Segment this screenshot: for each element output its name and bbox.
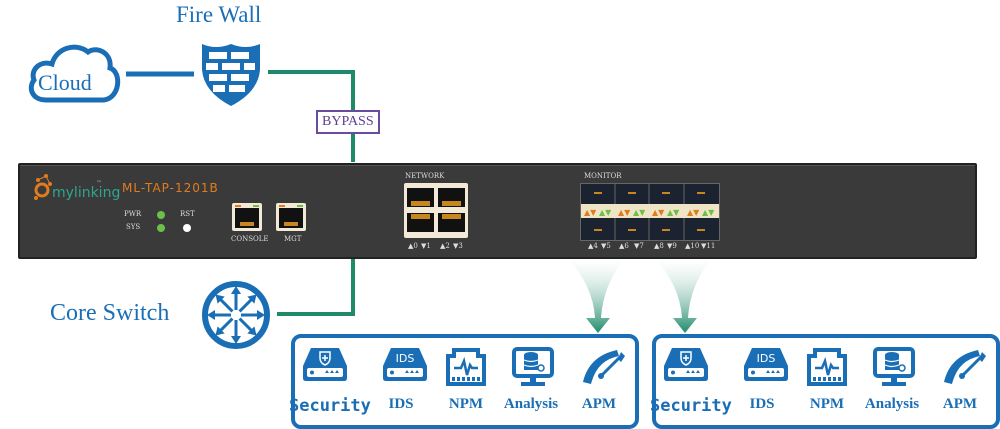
- tool-label-npm: NPM: [809, 396, 845, 412]
- pwr-led: [157, 211, 165, 219]
- sys-led: [157, 224, 165, 232]
- monitor-title: MONITOR: [584, 172, 622, 180]
- database-monitor-icon: [872, 346, 916, 392]
- monitor-port-4-5[interactable]: [580, 183, 614, 239]
- monitor-port-label-6: ▲6: [619, 242, 629, 250]
- tool-label-analysis: Analysis: [503, 396, 559, 412]
- tap-coreswitch-link: [277, 257, 355, 316]
- monitor-port-6-7[interactable]: [614, 183, 648, 239]
- pwr-label: PWR: [124, 210, 142, 218]
- tool-label-apm: APM: [942, 396, 978, 412]
- monitor-port-label-8: ▲8: [654, 242, 664, 250]
- tap-device: [18, 163, 977, 259]
- monitor-port-label-5: ▼5: [601, 242, 611, 250]
- core-switch-icon: [202, 281, 270, 349]
- svg-text:▲▼: ▲▼: [702, 208, 715, 217]
- mgt-port[interactable]: [276, 203, 306, 231]
- tool-label-security: Security: [650, 396, 732, 416]
- ids-appliance-icon: IDS: [381, 346, 429, 386]
- tool-label-ids: IDS: [388, 396, 414, 412]
- gauge-icon: [579, 346, 627, 390]
- svg-text:▲▼: ▲▼: [584, 208, 597, 217]
- network-title: NETWORK: [405, 172, 445, 180]
- svg-text:▲▼: ▲▼: [599, 208, 612, 217]
- svg-text:IDS: IDS: [396, 352, 415, 365]
- rst-label: RST: [180, 210, 195, 218]
- model-number: ML-TAP-1201B: [122, 181, 219, 195]
- firewall-icon: [202, 44, 260, 106]
- tool-label-ids: IDS: [749, 396, 775, 412]
- monitor-port-8-9[interactable]: [648, 183, 683, 239]
- npm-port-icon: [446, 346, 486, 390]
- monitor-port-label-7: ▼7: [634, 242, 644, 250]
- monitor-arrow-2: [654, 258, 712, 333]
- tool-label-apm: APM: [581, 396, 617, 412]
- svg-text:▲▼: ▲▼: [618, 208, 631, 217]
- firewall-title: Fire Wall: [176, 2, 262, 27]
- core-switch-label: Core Switch: [50, 300, 170, 326]
- console-label: CONSOLE: [231, 235, 269, 243]
- monitor-port-label-11: ▼11: [701, 242, 716, 250]
- network-port-label-0: ▲0: [408, 242, 418, 250]
- database-monitor-icon: [511, 346, 555, 392]
- mylinking-logo-icon: [34, 174, 52, 200]
- ids-appliance-icon: IDS: [742, 346, 790, 386]
- svg-text:▲▼: ▲▼: [633, 208, 646, 217]
- brand-name: mylinking: [52, 185, 121, 201]
- monitor-port-label-9: ▼9: [667, 242, 677, 250]
- network-port-label-2: ▲2: [440, 242, 450, 250]
- network-port-block: [404, 183, 468, 238]
- trademark: ™: [96, 180, 102, 187]
- monitor-port-label-10: ▲10: [685, 242, 700, 250]
- monitor-sfp-cage: ▲▼▲▼ ▲▼▲▼ ▲▼▲▼ ▲▼▲▼: [580, 183, 720, 241]
- monitor-port-label-4: ▲4: [588, 242, 598, 250]
- npm-port-icon: [807, 346, 847, 390]
- security-appliance-icon: [301, 346, 349, 386]
- svg-text:▲▼: ▲▼: [652, 208, 665, 217]
- mgt-label: MGT: [284, 235, 302, 243]
- network-port-label-3: ▼3: [453, 242, 463, 250]
- tool-label-security: Security: [289, 396, 371, 416]
- svg-text:IDS: IDS: [757, 352, 776, 365]
- svg-text:▲▼: ▲▼: [667, 208, 680, 217]
- network-port-label-1: ▼1: [421, 242, 431, 250]
- tool-label-analysis: Analysis: [864, 396, 920, 412]
- sys-label: SYS: [126, 223, 141, 231]
- bypass-label: BYPASS: [316, 110, 380, 134]
- cloud-label: Cloud: [38, 70, 92, 95]
- console-port[interactable]: [232, 203, 262, 231]
- cloud-icon: [28, 44, 121, 103]
- svg-text:▲▼: ▲▼: [687, 208, 700, 217]
- rst-button[interactable]: [183, 224, 191, 232]
- monitor-arrow-1: [567, 258, 625, 333]
- monitor-port-10-11[interactable]: [683, 183, 718, 239]
- security-appliance-icon: [662, 346, 710, 386]
- tool-label-npm: NPM: [448, 396, 484, 412]
- gauge-icon: [940, 346, 988, 390]
